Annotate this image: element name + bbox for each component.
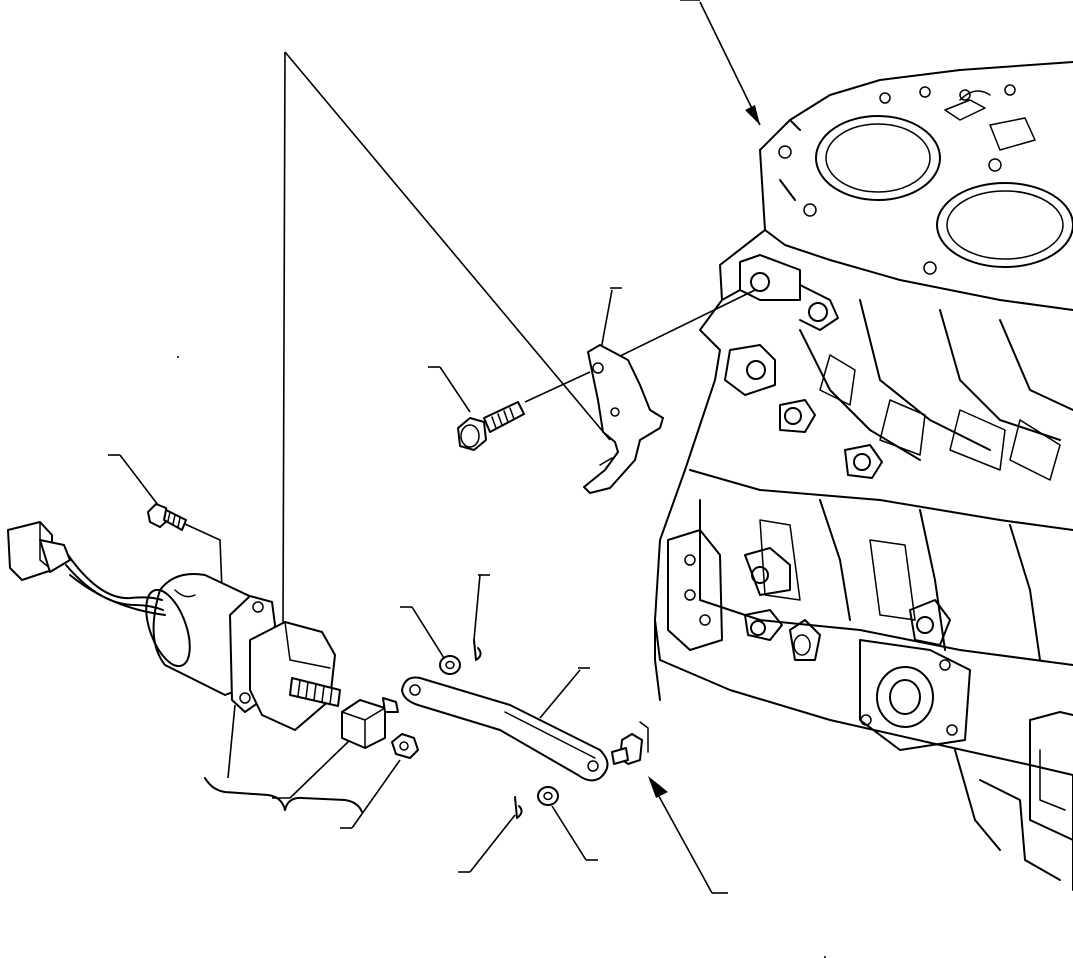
leader-cylinder-block [699, 1, 761, 126]
leader-bracket-tab [284, 51, 611, 441]
arrowhead-pin [648, 776, 668, 798]
leader-solenoid-body [227, 704, 236, 779]
leader-cotter-upper [473, 574, 481, 641]
arrowhead-block [745, 105, 760, 125]
assembly-brace [204, 777, 363, 813]
solenoid-mounting-bolt [147, 503, 187, 531]
plunger-joint [341, 697, 399, 749]
leader-bracket [599, 289, 613, 356]
stray-dot [177, 356, 179, 358]
wire-connector [7, 521, 166, 616]
leader-bracket-block [611, 289, 756, 361]
leader-lock-nut [351, 759, 401, 829]
leader-link-lever [539, 669, 581, 719]
washer-lower [537, 786, 559, 806]
leader-solenoid-bolt [119, 454, 159, 506]
bracket-bolt [457, 401, 525, 451]
leader-solenoid-bolt-hole [184, 523, 223, 591]
leader-washer-upper [411, 606, 445, 659]
lever-pin [611, 721, 649, 765]
solenoid-bracket [583, 344, 664, 494]
lock-nut [391, 733, 419, 759]
leader-cotter-lower [469, 814, 516, 873]
leader-bolt-hole [524, 371, 591, 403]
leader-bracket-bolt [439, 366, 471, 413]
cylinder-block [654, 61, 1073, 891]
stop-solenoid [145, 573, 341, 731]
leader-plunger-joint [289, 739, 351, 799]
leader-solenoid-assembly [282, 51, 286, 623]
cotter-pin-lower [514, 796, 523, 819]
link-lever [401, 676, 609, 782]
leader-lever-pin [649, 779, 713, 894]
cotter-pin-upper [473, 639, 482, 661]
leader-washer-lower [551, 805, 587, 861]
washer-upper [439, 655, 461, 675]
callout-leaders [108, 0, 761, 894]
